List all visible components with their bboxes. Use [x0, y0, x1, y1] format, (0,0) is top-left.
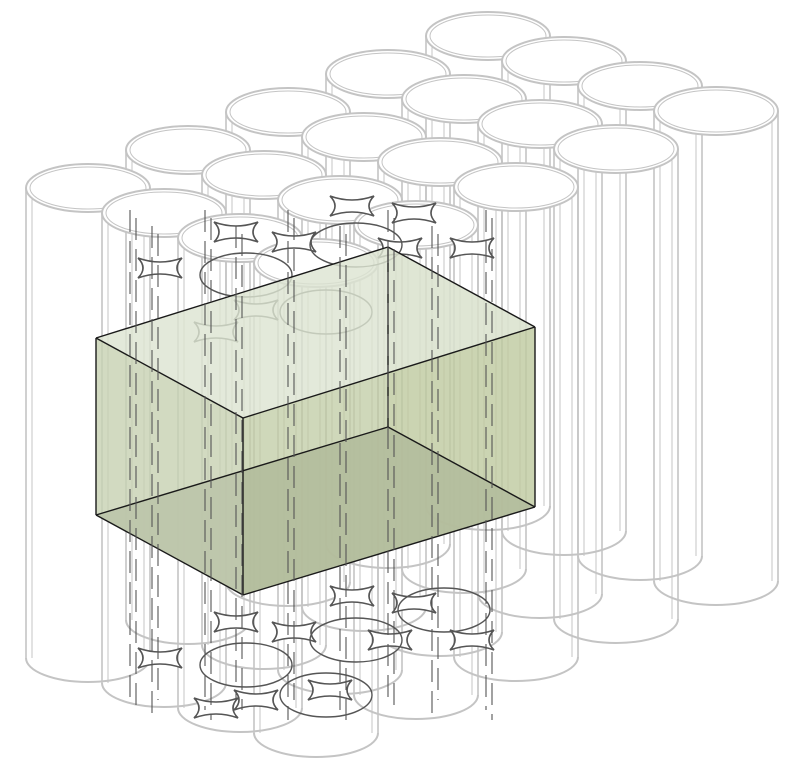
cuboid-edge — [95, 514, 244, 596]
cylinder-top-inner-ellipse — [557, 127, 675, 171]
cylinder-top-inner-ellipse — [329, 52, 447, 96]
tube-section-ellipse — [309, 617, 403, 663]
tube-section-ellipse — [397, 587, 491, 633]
cuboid-edge — [95, 337, 244, 419]
cylinder-bottom-arc — [25, 657, 151, 683]
cylinder — [101, 188, 227, 708]
cylinder-top-inner-ellipse — [505, 39, 623, 83]
cylinder-bottom-arc — [101, 682, 227, 708]
pore-shape — [213, 611, 259, 633]
cylinder-top-inner-ellipse — [29, 166, 147, 210]
cylinder-bottom-arc — [477, 593, 603, 619]
cylinder-top-inner-ellipse — [581, 64, 699, 108]
pore-shape — [307, 679, 353, 701]
cylinder-top-inner-ellipse — [381, 140, 499, 184]
hidden-cylinder-dashed-lines — [129, 210, 493, 720]
cylinder-top-inner-ellipse — [305, 115, 423, 159]
cylinder-bottom-arc — [353, 694, 479, 720]
cylinder-bottom-arc — [553, 618, 679, 644]
tube-section-ellipse — [279, 672, 373, 718]
cylinder-top-inner-ellipse — [457, 165, 575, 209]
cylinder-bottom-arc — [253, 732, 379, 758]
cylinder — [453, 162, 579, 682]
cuboid-top-face — [96, 247, 535, 418]
cylinder-top-inner-ellipse — [481, 102, 599, 146]
cylinder-bottom-arc — [201, 644, 327, 670]
cylinder — [653, 86, 779, 606]
cylinder-top-ellipse — [653, 86, 779, 136]
cylinder-top-inner-ellipse — [129, 128, 247, 172]
cylinder-bottom-arc — [301, 606, 427, 632]
pore-shape — [233, 689, 279, 711]
cylinder-top-inner-ellipse — [281, 178, 399, 222]
cuboid-edge — [387, 426, 536, 508]
cylinder-top-inner-ellipse — [429, 14, 547, 58]
cylinder-bottom-arc — [577, 555, 703, 581]
cuboid-front-right-face — [243, 327, 535, 595]
cylinder-top-inner-ellipse — [657, 89, 775, 133]
cylinder-top-ellipse — [453, 162, 579, 212]
cylinder-bottom-arc — [653, 580, 779, 606]
pore-shape — [137, 647, 183, 669]
cylinder-top-ellipse — [553, 124, 679, 174]
cylinder-top-inner-ellipse — [105, 191, 223, 235]
pore-shape — [391, 592, 437, 614]
tube-section-ellipse — [199, 642, 293, 688]
pore-shape — [329, 195, 375, 217]
pore-shape — [449, 629, 495, 651]
cylinder-bottom-arc — [501, 530, 627, 556]
pore-shape — [137, 257, 183, 279]
cylinder — [553, 124, 679, 644]
cuboid-front-left-face — [96, 338, 243, 595]
translucent-cuboid — [96, 247, 535, 595]
cylinder-top-inner-ellipse — [405, 77, 523, 121]
pore-shape — [449, 237, 495, 259]
cylinder-top-inner-ellipse — [229, 90, 347, 134]
cylinder-top-inner-ellipse — [205, 153, 323, 197]
cylinder-bottom-arc — [177, 707, 303, 733]
interstitial-pore-layer — [137, 195, 495, 719]
pore-shape — [329, 585, 375, 607]
cuboid-edge — [95, 246, 389, 339]
pore-shape — [193, 697, 239, 719]
cylinder-bottom-arc — [401, 568, 527, 594]
cuboid-edge — [387, 246, 536, 328]
cylinder-bottom-arc — [453, 656, 579, 682]
pore-shape — [271, 231, 317, 253]
pore-shape — [391, 202, 437, 224]
cylinder-bottom-arc — [125, 619, 251, 645]
